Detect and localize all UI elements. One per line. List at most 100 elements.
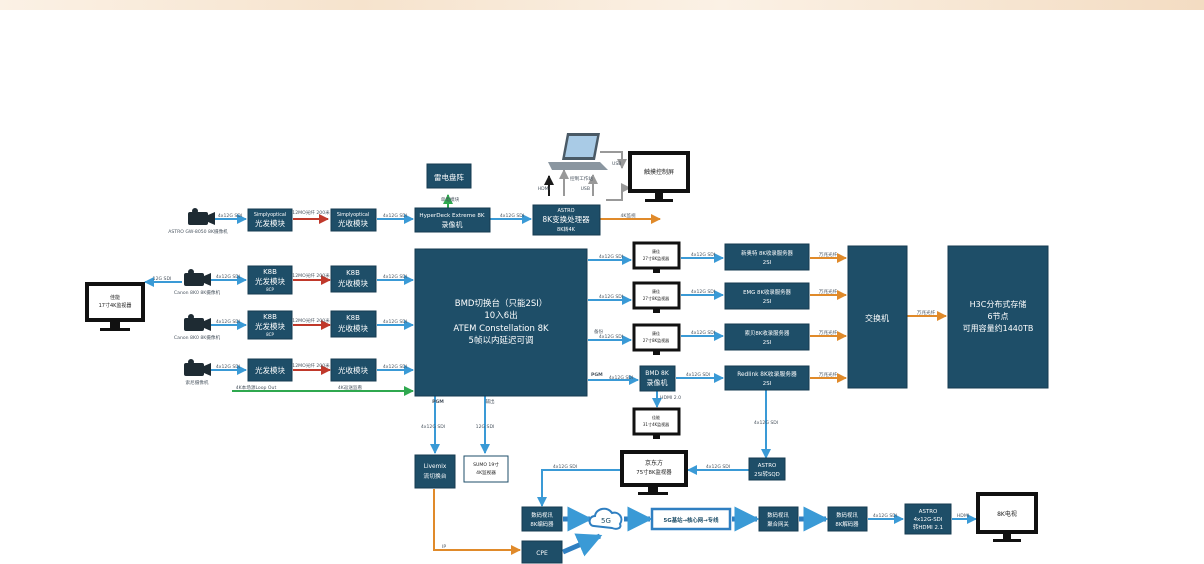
gateway-line1: 数码视讯 [767, 511, 789, 519]
server-1-line1: 新奥特 8K收录服务器 [741, 249, 793, 257]
encoder-line2: 8K编码器 [530, 520, 554, 528]
livemix: Livemix 流切换台 [414, 454, 456, 489]
rx3-brand: K8B [346, 314, 360, 322]
monitor-stack-3: 康佳 27寸8K监视器 [632, 323, 681, 355]
switch-out-label: 万兆光纤 [917, 309, 936, 316]
tx-module-4: 光发模块 [247, 358, 293, 382]
switcher-line1: BMD切换台（只能2SI） [455, 298, 548, 309]
astro-conv-top: ASTRO [557, 208, 574, 214]
astro-sqd-out-label: 4x12G SDI [706, 464, 730, 470]
gateway-line2: 聚合网关 [767, 520, 789, 528]
rx2-brand: K8B [346, 269, 360, 277]
rx1-brand: Simplyoptical [337, 212, 369, 218]
decoder-line1: 数码视讯 [836, 511, 858, 519]
livemix-line1: Livemix [424, 464, 447, 470]
monitor-4k-sub: 31寸4K监视器 [643, 421, 669, 427]
network-switch: 交换机 [847, 245, 908, 389]
camera-icon-4 [184, 359, 211, 376]
storage-line2: 6节点 [987, 312, 1008, 321]
decoder-line2: 8K解码器 [835, 520, 859, 528]
server-1-line2: 2SI [763, 260, 772, 266]
decoder-8k: 数码视讯 8K解码器 [827, 506, 868, 532]
mon3-out-label: 4x12G SDI [691, 330, 715, 336]
monitor-stack-2-title: 康佳 [652, 288, 660, 294]
camera-1-label: ASTRO GW-8050 8K摄像机 [168, 228, 228, 235]
cam4-out-label: 4x12G SDI [216, 364, 240, 370]
astro-conv-sub: 8K转4K [557, 226, 576, 233]
server-2-line1: EMG 8K收录服务器 [743, 288, 791, 296]
monitor-stack-1-sub: 27寸8K监视器 [643, 255, 669, 261]
rx-module-4: 光收模块 [330, 358, 377, 382]
sw-aux-label: 辅出 [485, 398, 495, 405]
left-monitor-sub: 17寸4K监视器 [99, 302, 132, 309]
cam4-out2-label: 4x12G SDI [383, 364, 407, 370]
left-monitor-title: 佳能 [110, 294, 120, 301]
monitor-stack-2-sub: 27寸8K监视器 [643, 295, 669, 301]
camera-3-label: Canon 8K0 8K摄像机 [174, 334, 221, 341]
monitor-stack-1: 康佳 27寸8K监视器 [632, 241, 681, 273]
tx-module-3: K8B 光发模块 8CP [247, 310, 293, 340]
server-2-out-label: 万兆光纤 [819, 288, 838, 295]
server-3-out-label: 万兆光纤 [819, 329, 838, 336]
cam3-out2-label: 4x12G SDI [383, 319, 407, 325]
server-2-line2: 2SI [763, 299, 772, 305]
cloud-5g-icon: 5G [588, 507, 623, 530]
monitor-stack-1-title: 康佳 [652, 248, 660, 254]
boe-in-label: 4x12G SDI [553, 464, 577, 470]
boe-title: 京东方 [645, 459, 663, 467]
cam4-fiber-label: 12MO光纤 200米 [292, 362, 330, 369]
astro-hdmi-line1: ASTRO [919, 509, 937, 515]
sumo-monitor: SUMO 19寸 4K监视器 [463, 455, 509, 483]
tx1-label: 光发模块 [255, 218, 285, 228]
left-monitor-link-label: 12G SDI [153, 276, 172, 282]
server-2: EMG 8K收录服务器 2SI [724, 282, 810, 310]
bmd-recorder: BMD 8K 录像机 [639, 365, 676, 392]
hyperdeck-recorder: HyperDeck Extreme 8K 录像机 [414, 207, 491, 233]
rx1-label: 光收模块 [338, 218, 368, 228]
monitor-4k: 佳能 31寸4K监视器 [632, 407, 681, 439]
server-1: 新奥特 8K收录服务器 2SI [724, 243, 810, 271]
sw-pgm-sdi-label: 4x12G SDI [421, 424, 445, 430]
livemix-out-label: IP [442, 544, 446, 550]
gateway: 数码视讯 聚合网关 [758, 506, 799, 532]
storage-line1: H3C分布式存储 [970, 299, 1027, 309]
astro-hdmi-line3: 转HDMI 2.1 [913, 523, 943, 531]
sw-backup-label: 备份 [594, 328, 604, 335]
hyperdeck-out-label: 4x12G SDI [500, 213, 524, 219]
tx3-label: 光发模块 [255, 321, 285, 331]
mon2-out-label: 4x12G SDI [691, 289, 715, 295]
server-3-line1: 索贝8K收录服务器 [745, 329, 790, 337]
tx4-label: 光发模块 [255, 365, 285, 375]
astro-usb2-label: USB [612, 161, 621, 167]
laptop-icon [548, 133, 608, 170]
left-monitor-icon: 佳能 17寸4K监视器 [85, 282, 145, 331]
monitor-stack-2: 康佳 27寸8K监视器 [632, 281, 681, 313]
raid-array: 雷电盘阵 [426, 163, 472, 189]
sw-out3-label: 4x12G SDI [599, 334, 623, 340]
connectors [144, 151, 977, 557]
chain-label: 5G基站→核心网→专线 [664, 516, 720, 524]
camera-icon-1 [188, 208, 215, 225]
cpe-device: CPE [521, 540, 563, 564]
loop-return-label: 4K返送监看 [338, 384, 363, 391]
sw-out2-label: 4x12G SDI [599, 294, 623, 300]
rx-module-1: Simplyoptical 光收模块 [330, 208, 377, 232]
boe-sub: 75寸8K监视器 [636, 468, 672, 476]
boe-monitor: 京东方 75寸8K监视器 [620, 450, 688, 495]
monitor-4k-title: 佳能 [652, 414, 660, 420]
server-1-out-label: 万兆光纤 [819, 251, 838, 258]
tx3-sub: 8CP [266, 332, 274, 337]
sw-pgm-label: PGM [432, 399, 444, 405]
tx1-brand: Simplyoptical [254, 212, 286, 218]
switch-label: 交换机 [865, 313, 889, 323]
sw-aux-sdi-label: 12G SDI [476, 424, 495, 430]
astro-converter: ASTRO 8K变换处理器 8K转4K [532, 204, 601, 236]
touch-monitor-label: 触摸控制屏 [644, 168, 674, 176]
camera-icon-2 [184, 269, 211, 286]
switcher-line3: ATEM Constellation 8K [453, 324, 549, 334]
astro-sqd-line1: ASTRO [758, 463, 776, 469]
astro-ctrl-label: 控制工作站 [570, 175, 593, 182]
astro-usb-label: USB [581, 186, 590, 192]
cam2-out-label: 4x12G SDI [216, 274, 240, 280]
